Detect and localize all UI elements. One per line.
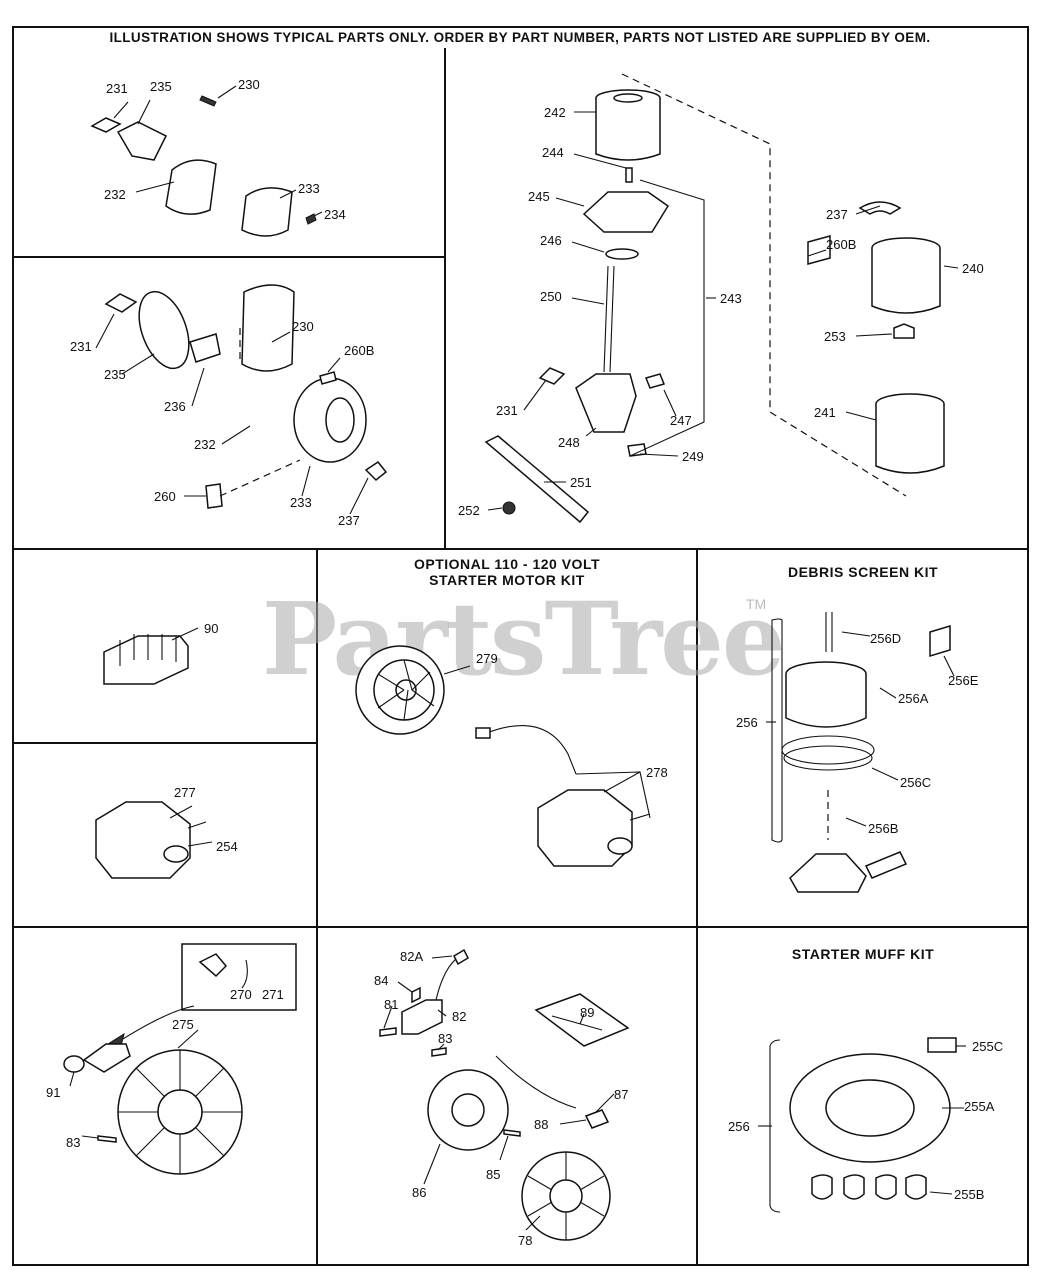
callout-p6-278: 278 <box>646 765 668 780</box>
callout-p3-250: 250 <box>540 289 562 304</box>
callout-p3-240: 240 <box>962 261 984 276</box>
callout-p7-256: 256 <box>736 715 758 730</box>
callout-p10-255c: 255C <box>972 1039 1004 1054</box>
callout-p3-246: 246 <box>540 233 562 248</box>
debris-screen-kit-title: DEBRIS SCREEN KIT <box>787 564 939 580</box>
callout-p5-254: 254 <box>216 839 238 854</box>
callout-p7-256c: 256C <box>900 775 932 790</box>
callout-p1-231: 231 <box>106 81 128 96</box>
callout-p8-271: 271 <box>262 987 284 1002</box>
watermark-brand: PartsTree <box>262 580 786 698</box>
callout-p2-237: 237 <box>338 513 360 528</box>
callout-p9-88: 88 <box>534 1117 549 1132</box>
callout-p1-235: 235 <box>150 79 172 94</box>
callout-p3-237: 237 <box>826 207 848 222</box>
callout-p8-91: 91 <box>46 1085 61 1100</box>
callout-p9-78: 78 <box>518 1233 533 1248</box>
callout-p3-248: 248 <box>558 435 580 450</box>
diagram-header: ILLUSTRATION SHOWS TYPICAL PARTS ONLY. O… <box>109 30 931 45</box>
callout-p2-236: 236 <box>164 399 186 414</box>
callout-p3-241: 241 <box>814 405 836 420</box>
callout-p2-260b: 260B <box>344 343 375 358</box>
callout-p3-231: 231 <box>496 403 518 418</box>
callout-p10-255b: 255B <box>954 1187 985 1202</box>
callout-p2-260: 260 <box>154 489 176 504</box>
callout-p3-251: 251 <box>570 475 592 490</box>
divider-h-row2 <box>12 926 1029 928</box>
divider-h-row1 <box>12 548 1029 550</box>
callout-p9-84: 84 <box>374 973 389 988</box>
callout-p8-83: 83 <box>66 1135 81 1150</box>
callout-p9-86: 86 <box>412 1185 427 1200</box>
callout-p3-244: 244 <box>542 145 564 160</box>
callout-p2-230: 230 <box>292 319 314 334</box>
callout-p9-81: 81 <box>384 997 399 1012</box>
callout-p9-89: 89 <box>580 1005 595 1020</box>
callout-p2-232: 232 <box>194 437 216 452</box>
divider-v-mid-left <box>316 548 318 1266</box>
callout-p1-230: 230 <box>238 77 260 92</box>
callout-p6-279: 279 <box>476 651 498 666</box>
panel3-art <box>484 73 959 524</box>
callout-p7-256d: 256D <box>870 631 902 646</box>
callout-p3-249: 249 <box>682 449 704 464</box>
callout-p1-234: 234 <box>324 207 346 222</box>
callout-p3-245: 245 <box>528 189 550 204</box>
divider-v-top <box>444 48 446 550</box>
divider-v-mid-right <box>696 548 698 1266</box>
callout-p7-256e: 256E <box>948 673 979 688</box>
callout-p4-90: 90 <box>204 621 219 636</box>
callout-p9-85: 85 <box>486 1167 501 1182</box>
callout-p8-270: 270 <box>230 987 252 1002</box>
callout-p2-235: 235 <box>104 367 126 382</box>
callout-p5-277: 277 <box>174 785 196 800</box>
divider-h-left-mid <box>12 742 318 744</box>
callout-p7-256b: 256B <box>868 821 899 836</box>
panel6-art <box>355 645 651 867</box>
panel2-art <box>95 284 388 515</box>
starter-motor-kit-title-line2: STARTER MOTOR KIT <box>429 572 585 588</box>
panel9-art <box>379 948 630 1241</box>
panel4-art <box>103 627 199 685</box>
divider-h-top-left <box>12 256 446 258</box>
panel8-art <box>63 943 297 1175</box>
callout-p7-256a: 256A <box>898 691 929 706</box>
callout-p9-87: 87 <box>614 1087 629 1102</box>
callout-p9-82: 82 <box>452 1009 467 1024</box>
callout-p1-232: 232 <box>104 187 126 202</box>
panel1-art <box>90 85 323 237</box>
callout-p3-253: 253 <box>824 329 846 344</box>
panel10-art <box>758 1037 966 1213</box>
callout-p9-83: 83 <box>438 1031 453 1046</box>
panel5-art <box>95 801 213 879</box>
callout-p10-255a: 255A <box>964 1099 995 1114</box>
callout-p10-256: 256 <box>728 1119 750 1134</box>
callout-p1-233: 233 <box>298 181 320 196</box>
callout-p8-275: 275 <box>172 1017 194 1032</box>
callout-p9-82a: 82A <box>400 949 424 964</box>
callout-p3-260b: 260B <box>826 237 857 252</box>
panel7-art <box>766 612 955 893</box>
callout-p2-231: 231 <box>70 339 92 354</box>
watermark-tm: TM <box>746 596 767 612</box>
callout-p3-252: 252 <box>458 503 480 518</box>
starter-motor-kit-title-line1: OPTIONAL 110 - 120 VOLT <box>413 556 601 572</box>
callout-p3-247: 247 <box>670 413 692 428</box>
callout-p3-242: 242 <box>544 105 566 120</box>
outer-frame <box>12 26 1029 1266</box>
starter-muff-kit-title: STARTER MUFF KIT <box>791 946 935 962</box>
callout-p3-243: 243 <box>720 291 742 306</box>
callout-p2-233: 233 <box>290 495 312 510</box>
